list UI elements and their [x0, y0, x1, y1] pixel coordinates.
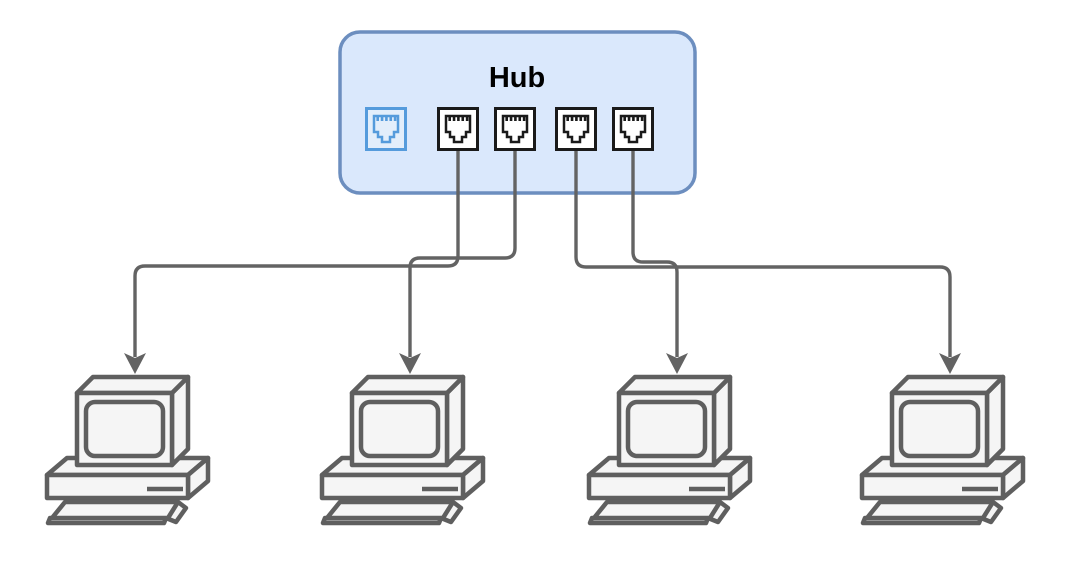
- desktop-computer-icon-2: [322, 377, 483, 523]
- connector-port2-pc2: [408, 149, 517, 357]
- desktop-computer-icon-4: [862, 377, 1023, 523]
- connections: [124, 149, 961, 374]
- ethernet-port-icon-2: [495, 108, 535, 150]
- ethernet-port-icon-4: [613, 108, 653, 150]
- computer-nodes: [47, 377, 1023, 523]
- connector-port3-pc4: [574, 149, 952, 357]
- hub-label: Hub: [489, 62, 545, 94]
- ethernet-port-icon-1: [438, 108, 478, 150]
- desktop-computer-icon-3: [589, 377, 750, 523]
- ethernet-port-icon-3: [556, 108, 596, 150]
- connector-port1-pc1: [133, 149, 460, 357]
- desktop-computer-icon-1: [47, 377, 208, 523]
- ethernet-port-icon-uplink: [366, 108, 406, 150]
